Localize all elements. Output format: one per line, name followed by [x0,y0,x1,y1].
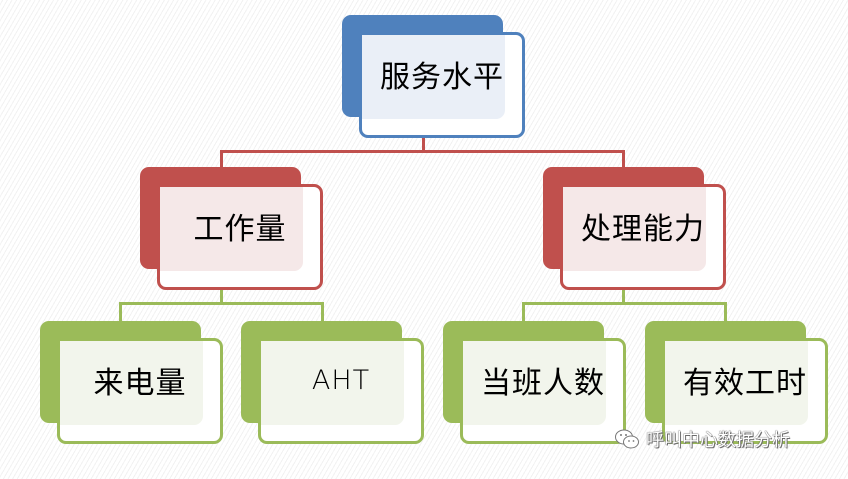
node-front-shape [57,338,223,444]
connector-workload-down [220,289,223,304]
node-label: AHT [311,364,371,396]
connector-to-call-volume [119,302,122,322]
node-label: 工作量 [193,212,287,247]
node-front-shape [560,184,726,290]
watermark: 呼叫中心数据分析 [614,426,790,452]
connector-workload-horizontal [119,302,323,305]
node-front-shape [157,184,323,290]
connector-capacity-down [622,289,625,304]
node-label: 服务水平 [380,60,504,95]
node-front-shape [460,338,626,444]
node-label: 处理能力 [581,212,705,247]
wechat-icon [615,429,639,449]
node-front-shape [359,32,525,138]
connector-to-capacity [622,150,625,168]
connector-to-workload [220,150,223,168]
connector-level2-horizontal [220,150,624,153]
connector-to-aht [321,302,324,322]
node-label: 有效工时 [683,366,807,401]
connector-to-hours [724,302,727,322]
connector-root-down [422,136,425,152]
connector-capacity-horizontal [522,302,726,305]
connector-to-staff [522,302,525,322]
node-label: 来电量 [93,366,187,401]
node-label: 当班人数 [481,366,605,401]
node-front-shape [662,338,828,444]
watermark-text: 呼叫中心数据分析 [646,430,790,451]
node-front-shape [258,338,424,444]
